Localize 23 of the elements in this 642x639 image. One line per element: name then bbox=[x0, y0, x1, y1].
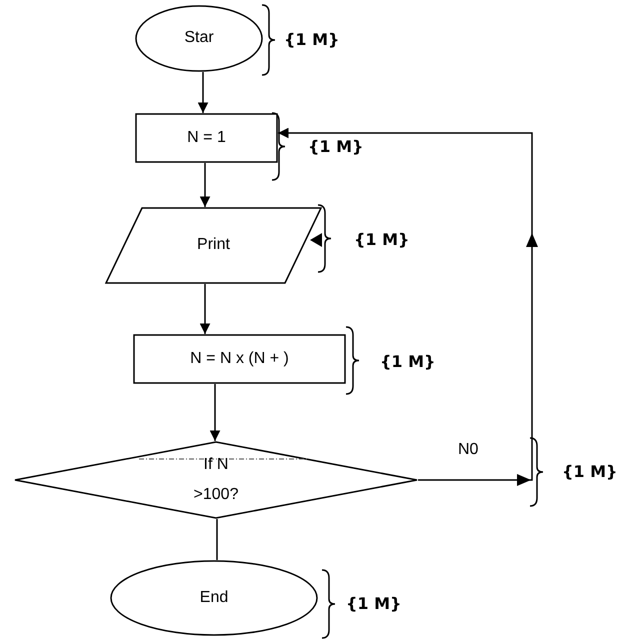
mark-label: {1 M} bbox=[308, 136, 364, 158]
input-output-parallelogram bbox=[105, 207, 322, 284]
node-text: N = 1 bbox=[187, 128, 226, 148]
node-text: N = N x (N + ) bbox=[190, 348, 289, 369]
arrow bbox=[198, 72, 208, 113]
node-text: End bbox=[200, 588, 228, 608]
node-text: If N >100? bbox=[192, 454, 240, 505]
mark-label: {1 M} bbox=[562, 461, 618, 483]
process-box bbox=[135, 113, 278, 163]
process-box bbox=[133, 334, 346, 384]
end-terminal bbox=[110, 560, 318, 636]
mark-label: {1 M} bbox=[354, 229, 410, 251]
arrow bbox=[210, 384, 220, 441]
node-text: Star bbox=[184, 28, 214, 48]
mark-label: {1 M} bbox=[380, 351, 436, 373]
start-terminal bbox=[135, 5, 263, 72]
arrow bbox=[200, 284, 210, 334]
mark-label: {1 M} bbox=[346, 593, 402, 615]
arrow bbox=[278, 128, 538, 486]
arrow bbox=[200, 163, 210, 207]
mark-label: {1 M} bbox=[284, 29, 340, 51]
decision-diamond bbox=[14, 441, 418, 519]
node-text: Print bbox=[197, 235, 230, 256]
